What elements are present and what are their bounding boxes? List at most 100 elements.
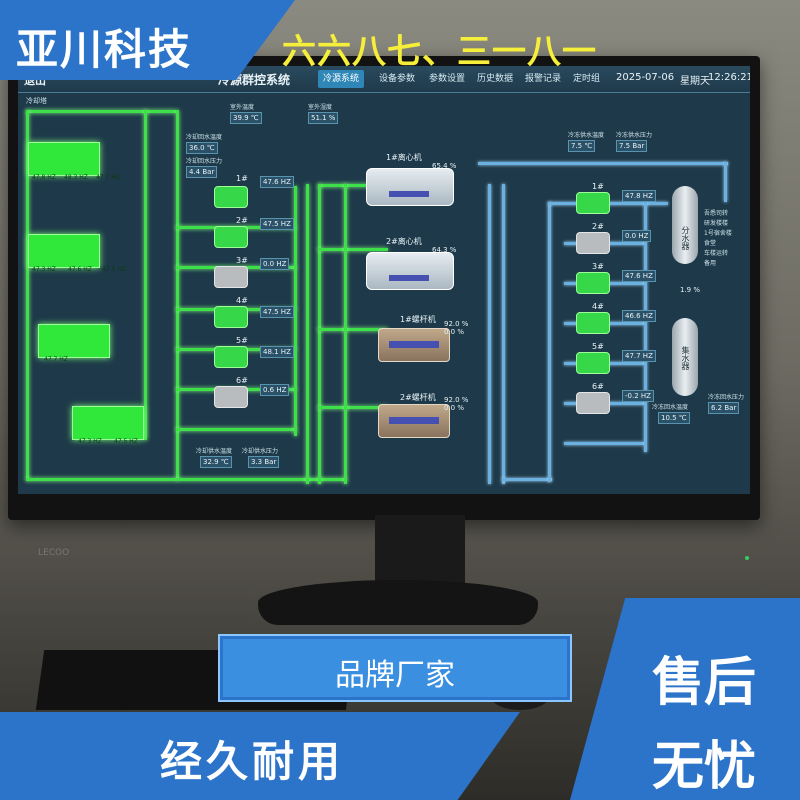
chilled-supply-pressure: 7.5 Bar <box>616 140 648 152</box>
centrifugal-chiller-1[interactable] <box>366 168 454 206</box>
cooling-tower[interactable] <box>28 234 100 268</box>
pipe <box>478 162 728 165</box>
branch-label: 食堂 <box>704 240 717 247</box>
pipe <box>724 162 727 202</box>
tower-freq: 47.8 HZ <box>32 174 56 181</box>
tab-alarm[interactable]: 报警记录 <box>525 74 562 84</box>
date: 2025-07-06 <box>616 72 675 83</box>
pump-name: 4# <box>236 296 248 305</box>
centrifugal-chiller-2[interactable] <box>366 252 454 290</box>
weekday: 星期天 <box>680 76 710 87</box>
chilled-pump-5[interactable] <box>576 352 610 374</box>
slogan: 六六八七、三一八一 <box>282 32 597 72</box>
cooling-pump-3[interactable] <box>214 266 248 288</box>
pipe <box>318 184 321 484</box>
value-label: 冷冻供水温度 <box>568 132 605 139</box>
monitor: 退出 冷源群控系统 冷源系统 设备参数 参数设置 历史数据 报警记录 定时组 2… <box>8 56 760 560</box>
pump-name: 3# <box>592 262 604 271</box>
chilled-pump-4[interactable] <box>576 312 610 334</box>
pump-name: 5# <box>236 336 248 345</box>
pump-freq: 47.5 HZ <box>260 218 294 230</box>
bypass-pct: 1.9 % <box>680 286 701 294</box>
pipe <box>318 328 388 331</box>
chiller-load: 92.0 % <box>444 396 469 404</box>
chiller-load: 65.4 % <box>432 162 457 170</box>
tower-freq: 48.3 HZ <box>64 174 88 181</box>
chilled-pump-2[interactable] <box>576 232 610 254</box>
cooling-supply-temp: 32.9 ℃ <box>200 456 232 468</box>
pump-freq: 0.0 HZ <box>260 258 290 270</box>
value-label: 冷却供水温度 <box>196 448 233 455</box>
chiller-name: 1#离心机 <box>386 153 422 162</box>
chilled-return-temp: 10.5 ℃ <box>658 412 690 424</box>
water-distributor[interactable] <box>672 186 698 264</box>
outdoor-humidity: 51.1 % <box>308 112 339 124</box>
cooling-tower[interactable] <box>38 324 110 358</box>
chilled-pump-6[interactable] <box>576 392 610 414</box>
brand-name: 亚川科技 <box>16 25 193 74</box>
screw-chiller-2[interactable] <box>378 404 450 438</box>
pipe <box>176 428 296 431</box>
outdoor-temp: 39.9 ℃ <box>230 112 262 124</box>
pump-name: 5# <box>592 342 604 351</box>
value-label: 室外湿度 <box>308 104 333 111</box>
tower-freq: 47.7 HZ <box>96 174 120 181</box>
chiller-name: 2#离心机 <box>386 237 422 246</box>
pump-freq: 47.6 HZ <box>622 270 656 282</box>
chilled-return-pressure: 6.2 Bar <box>708 402 740 414</box>
brand-banner <box>0 0 295 80</box>
power-indicator-icon <box>745 556 749 560</box>
tower-freq: 47.7 HZ <box>44 356 68 363</box>
pipe <box>548 202 551 482</box>
chilled-pump-3[interactable] <box>576 272 610 294</box>
value-label: 冷却回水温度 <box>186 134 223 141</box>
pump-freq: -0.2 HZ <box>622 390 654 402</box>
tab-cold-source[interactable]: 冷源系统 <box>318 70 365 88</box>
water-collector[interactable] <box>672 318 698 396</box>
bottom-right-text-2: 无忧 <box>652 737 757 797</box>
cooling-return-temp: 36.0 ℃ <box>186 142 218 154</box>
chilled-pump-1[interactable] <box>576 192 610 214</box>
pump-freq: 0.6 HZ <box>260 384 290 396</box>
chiller-bar <box>389 275 429 281</box>
branch-label: 吾悉司转 <box>704 210 729 217</box>
pipe <box>318 248 388 251</box>
cooling-tower[interactable] <box>28 142 100 176</box>
chiller-load: 0.0 % <box>444 328 465 336</box>
tab-history[interactable]: 历史数据 <box>477 74 514 84</box>
pump-freq: 47.7 HZ <box>622 350 656 362</box>
pipe <box>502 478 552 481</box>
chiller-load: 64.3 % <box>432 246 457 254</box>
cooling-tower-label: 冷却塔 <box>26 97 47 105</box>
pump-name: 3# <box>236 256 248 265</box>
tower-freq: 47.3 HZ <box>78 438 102 445</box>
pipe <box>306 184 309 484</box>
pipe <box>502 184 505 484</box>
chiller-bar <box>389 417 439 424</box>
chiller-bar <box>389 191 429 197</box>
branch-label: 1号宿舍楼 <box>704 230 732 237</box>
cooling-tower[interactable] <box>72 406 144 440</box>
pump-freq: 47.6 HZ <box>260 176 294 188</box>
bottom-right-text-1: 售后 <box>652 653 757 713</box>
cooling-pump-2[interactable] <box>214 226 248 248</box>
screw-chiller-1[interactable] <box>378 328 450 362</box>
value-label: 冷冻供水压力 <box>616 132 653 139</box>
cooling-pump-6[interactable] <box>214 386 248 408</box>
cooling-pump-1[interactable] <box>214 186 248 208</box>
tower-freq: 47.3 HZ <box>32 266 56 273</box>
branch-label: 车楼运转 <box>704 250 729 257</box>
tank-label: 分水器 <box>681 226 690 250</box>
pipe <box>144 110 147 440</box>
tower-freq: 47.5 HZ <box>114 438 138 445</box>
tab-device-params[interactable]: 设备参数 <box>379 74 416 84</box>
cooling-pump-4[interactable] <box>214 306 248 328</box>
time: 12:26:21 <box>708 72 750 83</box>
pipe <box>26 110 29 480</box>
cooling-pump-5[interactable] <box>214 346 248 368</box>
pipe <box>26 110 176 113</box>
tab-timer[interactable]: 定时组 <box>573 74 601 84</box>
pump-name: 2# <box>592 222 604 231</box>
tab-param-settings[interactable]: 参数设置 <box>429 74 466 84</box>
